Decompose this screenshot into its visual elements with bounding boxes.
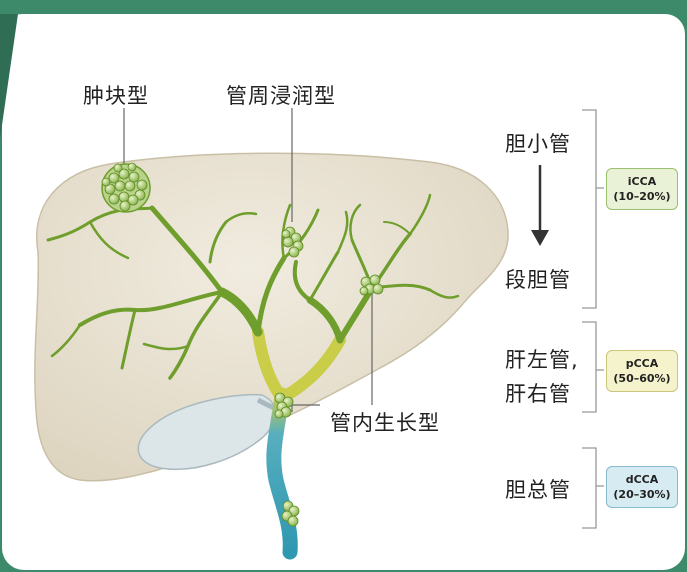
badge-dcca-name: dCCA [607, 472, 677, 487]
badge-dcca-range: (20–30%) [607, 487, 677, 502]
badge-icca-range: (10–20%) [607, 189, 677, 204]
label-hepatic-ducts-2: 肝右管 [505, 378, 571, 408]
badge-icca-name: iCCA [607, 174, 677, 189]
down-arrow-icon [531, 165, 549, 246]
mass-forming-tumor [102, 163, 150, 212]
label-segmental-duct: 段胆管 [505, 264, 571, 294]
intraductal-tumor-right [360, 275, 383, 295]
label-hepatic-ducts-1: 肝左管, [505, 344, 579, 374]
common-bile-duct [274, 395, 290, 552]
badge-dcca: dCCA (20–30%) [606, 466, 678, 508]
label-intraductal: 管内生长型 [330, 407, 440, 437]
badge-pcca-range: (50–60%) [607, 371, 677, 386]
label-common-bile-duct: 胆总管 [505, 474, 571, 504]
badge-pcca: pCCA (50–60%) [606, 350, 678, 392]
label-mass-forming: 肿块型 [83, 80, 149, 110]
label-periductal: 管周浸润型 [226, 80, 336, 110]
badge-icca: iCCA (10–20%) [606, 168, 678, 210]
badge-pcca-name: pCCA [607, 356, 677, 371]
brackets [582, 110, 604, 528]
label-bile-ductule: 胆小管 [505, 128, 571, 158]
